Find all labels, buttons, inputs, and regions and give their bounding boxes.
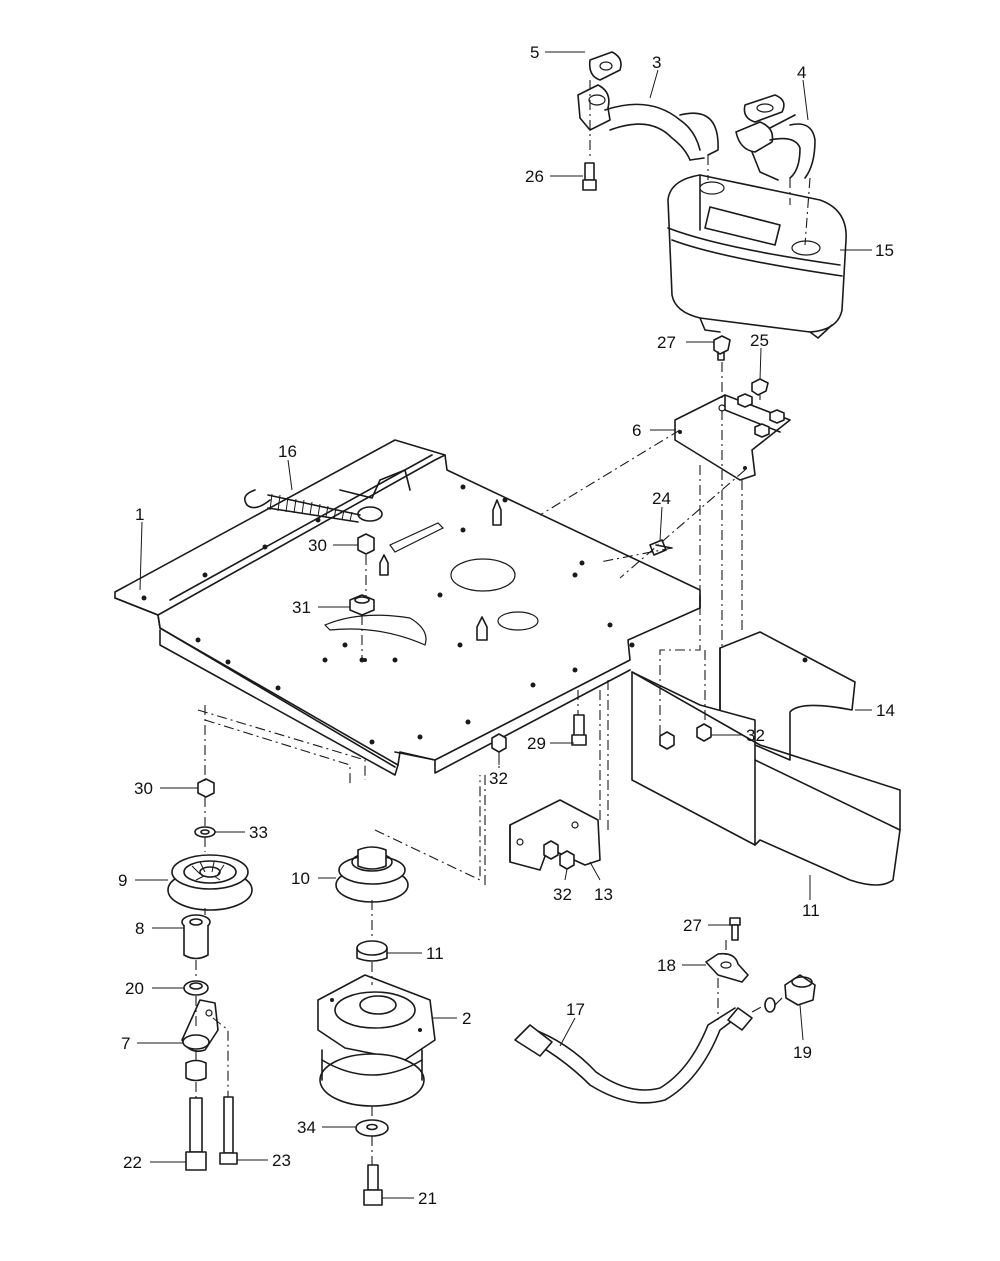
callout-26: 26 bbox=[525, 167, 544, 186]
callout-18: 18 bbox=[657, 956, 676, 975]
callout-2: 2 bbox=[462, 1009, 471, 1028]
idler-arm bbox=[181, 999, 219, 1053]
exhaust-pipe-left bbox=[577, 51, 719, 161]
callout-34: 34 bbox=[297, 1118, 316, 1137]
clutch-pulley bbox=[335, 846, 409, 903]
callout-3: 3 bbox=[652, 53, 661, 72]
bushing-lower bbox=[185, 1059, 207, 1082]
callout-30-lower: 30 bbox=[134, 779, 153, 798]
callout-11-left: 11 bbox=[426, 944, 444, 963]
callout-15: 15 bbox=[875, 241, 894, 260]
heat-guard bbox=[631, 671, 901, 886]
nut-32-b bbox=[696, 723, 712, 742]
nuts-on-bracket-6 bbox=[737, 393, 785, 438]
assembly-lines bbox=[195, 80, 811, 1165]
tension-spring bbox=[244, 489, 383, 523]
bolt-23 bbox=[219, 1096, 238, 1165]
callout-8: 8 bbox=[135, 919, 144, 938]
mounting-plate bbox=[114, 439, 701, 776]
callout-33: 33 bbox=[249, 823, 268, 842]
callout-31: 31 bbox=[292, 598, 311, 617]
callout-19: 19 bbox=[793, 1043, 812, 1062]
bolt-21 bbox=[363, 1164, 383, 1206]
bolt-27-lower bbox=[729, 917, 741, 941]
hydraulic-hose bbox=[514, 1007, 753, 1104]
callout-32-b: 32 bbox=[746, 726, 765, 745]
callout-25: 25 bbox=[750, 331, 769, 350]
idler-pulley bbox=[167, 854, 253, 911]
callout-21: 21 bbox=[418, 1189, 437, 1208]
o-ring bbox=[764, 997, 776, 1013]
callout-7: 7 bbox=[121, 1034, 130, 1053]
callout-4: 4 bbox=[797, 63, 806, 82]
muffler-bracket bbox=[674, 394, 791, 481]
callout-29: 29 bbox=[527, 734, 546, 753]
callout-30-upper: 30 bbox=[308, 536, 327, 555]
callout-27-upper: 27 bbox=[657, 333, 676, 352]
callout-27-lower: 27 bbox=[683, 916, 702, 935]
washer-33 bbox=[194, 826, 216, 838]
callout-11-right: 11 bbox=[802, 901, 820, 920]
callout-10: 10 bbox=[291, 869, 310, 888]
callout-20: 20 bbox=[125, 979, 144, 998]
hose-clamp bbox=[705, 952, 749, 983]
fitting-19 bbox=[784, 974, 816, 1006]
callout-24: 24 bbox=[652, 489, 671, 508]
bolt-24 bbox=[649, 539, 673, 556]
bolt-22 bbox=[185, 1097, 207, 1171]
callout-23: 23 bbox=[272, 1151, 291, 1170]
callout-9: 9 bbox=[118, 871, 127, 890]
callout-17: 17 bbox=[566, 1000, 585, 1019]
bearing-11 bbox=[356, 940, 388, 962]
callout-13: 13 bbox=[594, 885, 613, 904]
support-bracket bbox=[509, 799, 601, 871]
spacer-8 bbox=[181, 914, 211, 960]
nut-31 bbox=[349, 594, 375, 616]
bolt-25 bbox=[751, 378, 769, 396]
callout-labels: 5 3 4 26 15 27 25 6 24 16 1 30 31 14 29 … bbox=[118, 43, 895, 1208]
nut-32-c bbox=[543, 840, 575, 870]
callout-32-a: 32 bbox=[489, 769, 508, 788]
electric-clutch bbox=[317, 974, 436, 1107]
washer-34 bbox=[355, 1119, 389, 1137]
callout-1: 1 bbox=[135, 505, 144, 524]
nut-27-upper bbox=[713, 335, 731, 361]
nut-30-lower bbox=[197, 778, 215, 798]
callout-22: 22 bbox=[123, 1153, 142, 1172]
callout-6: 6 bbox=[632, 421, 641, 440]
nut-32-a bbox=[491, 733, 507, 753]
bolt-29 bbox=[571, 714, 587, 746]
nut-on-shield bbox=[659, 731, 675, 750]
exhaust-pipe-right bbox=[735, 94, 816, 181]
callout-leaders bbox=[135, 51, 872, 1199]
callout-5: 5 bbox=[530, 43, 539, 62]
muffler bbox=[667, 174, 847, 339]
bolt-26 bbox=[582, 162, 597, 191]
callout-14: 14 bbox=[876, 701, 895, 720]
nut-30-upper bbox=[357, 533, 375, 555]
washer-20 bbox=[183, 980, 209, 996]
callout-16: 16 bbox=[278, 442, 297, 461]
callout-32-c: 32 bbox=[553, 885, 572, 904]
